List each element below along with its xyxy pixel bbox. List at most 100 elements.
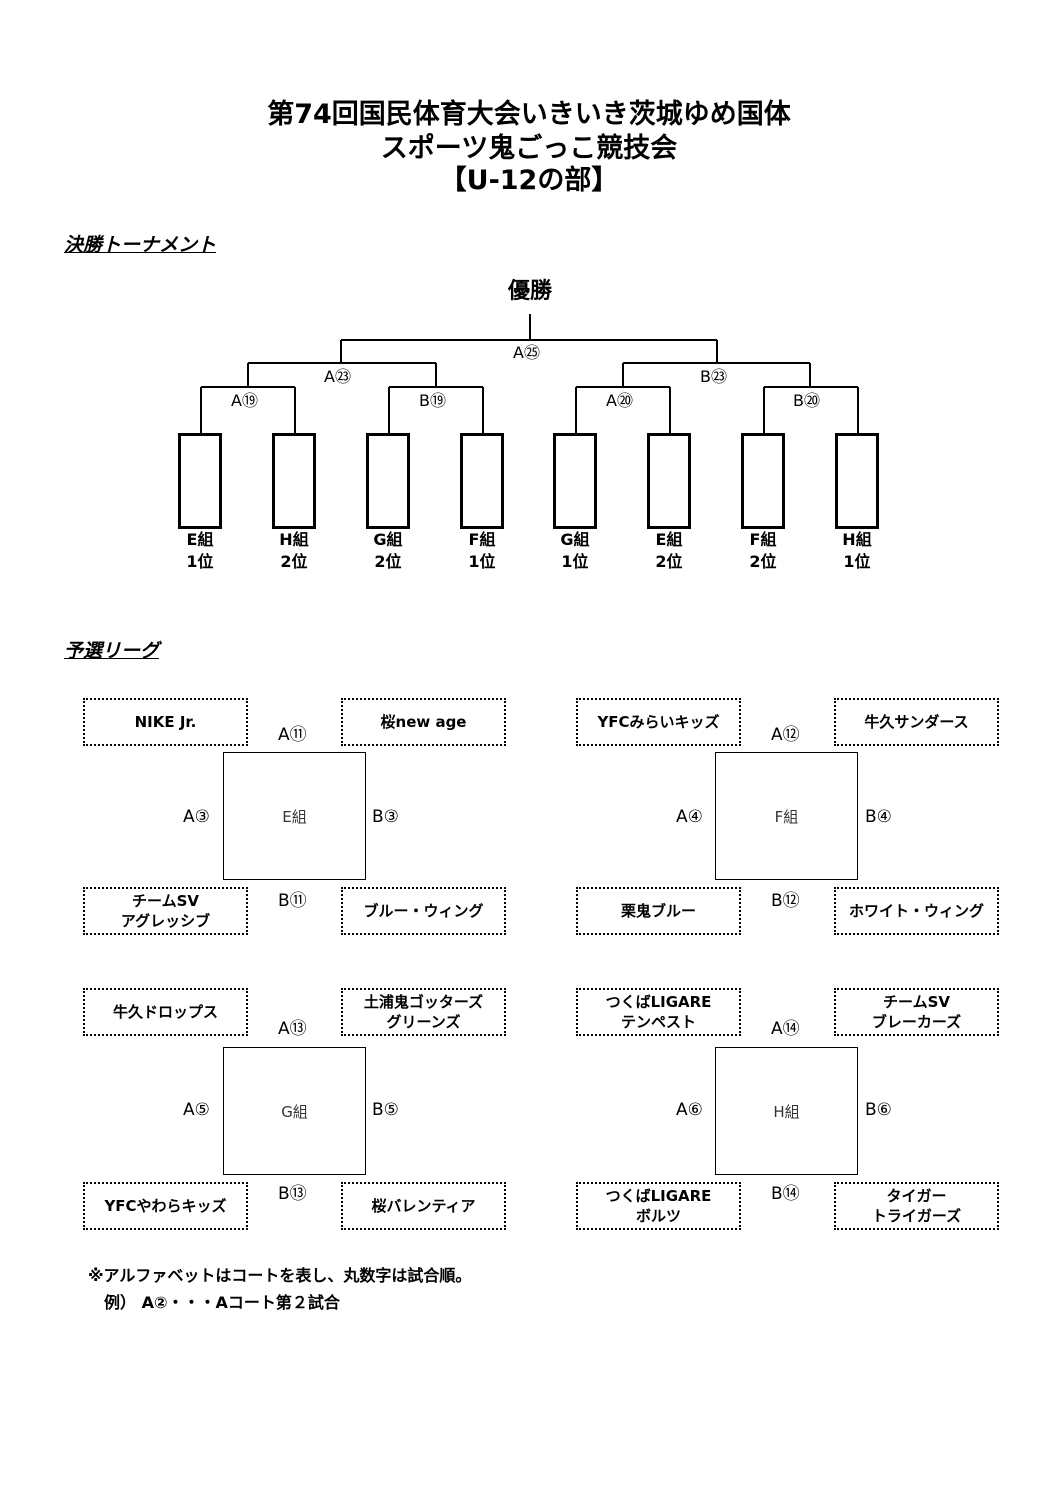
team-box: 栗鬼ブルー xyxy=(576,887,741,935)
bracket-slot xyxy=(366,433,410,529)
slot-rank: 2位 xyxy=(280,552,308,571)
bracket-slot xyxy=(741,433,785,529)
match-label-right: B④ xyxy=(865,807,892,827)
team-box: NIKE Jr. xyxy=(83,698,248,746)
quarter-match-label: B⑲ xyxy=(419,391,446,410)
match-label-top: A⑪ xyxy=(278,725,307,745)
quarter-match-label: A⑲ xyxy=(231,391,258,410)
team-box: タイガートライガーズ xyxy=(834,1182,999,1230)
match-label-right: B③ xyxy=(372,807,399,827)
match-label-bottom: B⑭ xyxy=(771,1184,800,1204)
bracket-slot xyxy=(178,433,222,529)
team-box: 桜new age xyxy=(341,698,506,746)
bracket-slot xyxy=(553,433,597,529)
slot-group: G組 xyxy=(560,530,590,549)
team-box: ブルー・ウィング xyxy=(341,887,506,935)
match-label-left: A④ xyxy=(676,807,703,827)
bracket-slot xyxy=(647,433,691,529)
final-match-label: A㉕ xyxy=(513,343,540,362)
team-name: つくばLIGARE xyxy=(605,993,712,1011)
match-label-left: A③ xyxy=(183,807,210,827)
slot-label: G組 2位 xyxy=(353,529,423,573)
team-box: チームSV ブレーカーズ xyxy=(834,988,999,1036)
note-line-2: 例） A②・・・Aコート第２試合 xyxy=(104,1293,340,1312)
bracket-lines xyxy=(200,314,859,434)
semi-match-label: B㉓ xyxy=(700,367,727,386)
quarter-match-label: A⑳ xyxy=(606,391,633,410)
slot-rank: 1位 xyxy=(186,552,214,571)
title-line-2: スポーツ鬼ごっこ競技会 xyxy=(380,133,678,164)
slot-rank: 2位 xyxy=(749,552,777,571)
team-name: 栗鬼ブルー xyxy=(620,902,696,920)
team-name: つくばLIGARE xyxy=(605,1187,712,1205)
match-label-left: A⑥ xyxy=(676,1100,703,1120)
team-name: 牛久ドロップス xyxy=(112,1003,218,1021)
slot-rank: 1位 xyxy=(561,552,589,571)
team-box: 桜バレンティア xyxy=(341,1182,506,1230)
slot-rank: 2位 xyxy=(374,552,402,571)
slot-label: H組 1位 xyxy=(822,529,892,573)
note-line-1: ※アルファベットはコートを表し、丸数字は試合順。 xyxy=(88,1266,472,1285)
semi-match-label: A㉓ xyxy=(324,367,351,386)
title-line-1: 第74回国民体育大会いきいき茨城ゆめ国体 xyxy=(267,99,791,130)
slot-rank: 2位 xyxy=(655,552,683,571)
team-name: トライガーズ xyxy=(871,1207,962,1225)
team-name: チームSV xyxy=(883,993,950,1011)
team-name: テンペスト xyxy=(620,1013,696,1031)
title-line-3: 【U-12の部】 xyxy=(439,165,619,196)
match-label-right: B⑤ xyxy=(372,1100,399,1120)
slot-group: H組 xyxy=(842,530,872,549)
team-box: YFCやわらキッズ xyxy=(83,1182,248,1230)
team-name: 土浦鬼ゴッターズ xyxy=(363,993,484,1011)
slot-label: F組 1位 xyxy=(447,529,517,573)
slot-group: F組 xyxy=(749,530,777,549)
slot-group: G組 xyxy=(373,530,403,549)
match-label-top: A⑫ xyxy=(771,725,800,745)
slot-group: E組 xyxy=(655,530,683,549)
match-label-left: A⑤ xyxy=(183,1100,210,1120)
court-box: F組 xyxy=(715,752,858,880)
match-label-right: B⑥ xyxy=(865,1100,892,1120)
group-name: G組 xyxy=(281,1102,308,1121)
team-box: つくばLIGARE テンペスト xyxy=(576,988,741,1036)
group-name: F組 xyxy=(774,807,799,826)
match-label-bottom: B⑫ xyxy=(771,891,800,911)
court-box: E組 xyxy=(223,752,366,880)
league-heading: 予選リーグ xyxy=(64,640,160,662)
team-name: YFCやわらキッズ xyxy=(104,1197,227,1215)
team-box: つくばLIGARE ボルツ xyxy=(576,1182,741,1230)
team-name: 牛久サンダース xyxy=(864,713,969,731)
team-box: YFCみらいキッズ xyxy=(576,698,741,746)
bracket-slot xyxy=(835,433,879,529)
team-name: タイガー xyxy=(886,1187,947,1205)
match-label-top: A⑭ xyxy=(771,1019,800,1039)
slot-rank: 1位 xyxy=(468,552,496,571)
group-name: H組 xyxy=(773,1102,800,1121)
team-box: 牛久ドロップス xyxy=(83,988,248,1036)
match-label-top: A⑬ xyxy=(278,1019,307,1039)
team-name: ブルー・ウィング xyxy=(363,902,484,920)
bracket-slot xyxy=(460,433,504,529)
slot-label: G組 1位 xyxy=(540,529,610,573)
champion-label: 優勝 xyxy=(507,279,552,304)
team-name: ホワイト・ウィング xyxy=(848,902,984,920)
team-name: アグレッシブ xyxy=(120,912,211,930)
slot-label: E組 2位 xyxy=(634,529,704,573)
team-name: ブレーカーズ xyxy=(871,1013,962,1031)
match-label-bottom: B⑪ xyxy=(278,891,307,911)
team-box: 土浦鬼ゴッターズグリーンズ xyxy=(341,988,506,1036)
team-name: グリーンズ xyxy=(386,1013,461,1031)
team-name: YFCみらいキッズ xyxy=(597,713,720,731)
slot-label: F組 2位 xyxy=(728,529,798,573)
team-name: 桜new age xyxy=(380,713,467,731)
slot-label: H組 2位 xyxy=(259,529,329,573)
team-name: ボルツ xyxy=(635,1207,681,1225)
slot-rank: 1位 xyxy=(843,552,871,571)
team-name: 桜バレンティア xyxy=(371,1197,476,1215)
tournament-heading: 決勝トーナメント xyxy=(64,234,217,256)
team-box: 牛久サンダース xyxy=(834,698,999,746)
slot-group: H組 xyxy=(279,530,309,549)
slot-group: F組 xyxy=(468,530,496,549)
